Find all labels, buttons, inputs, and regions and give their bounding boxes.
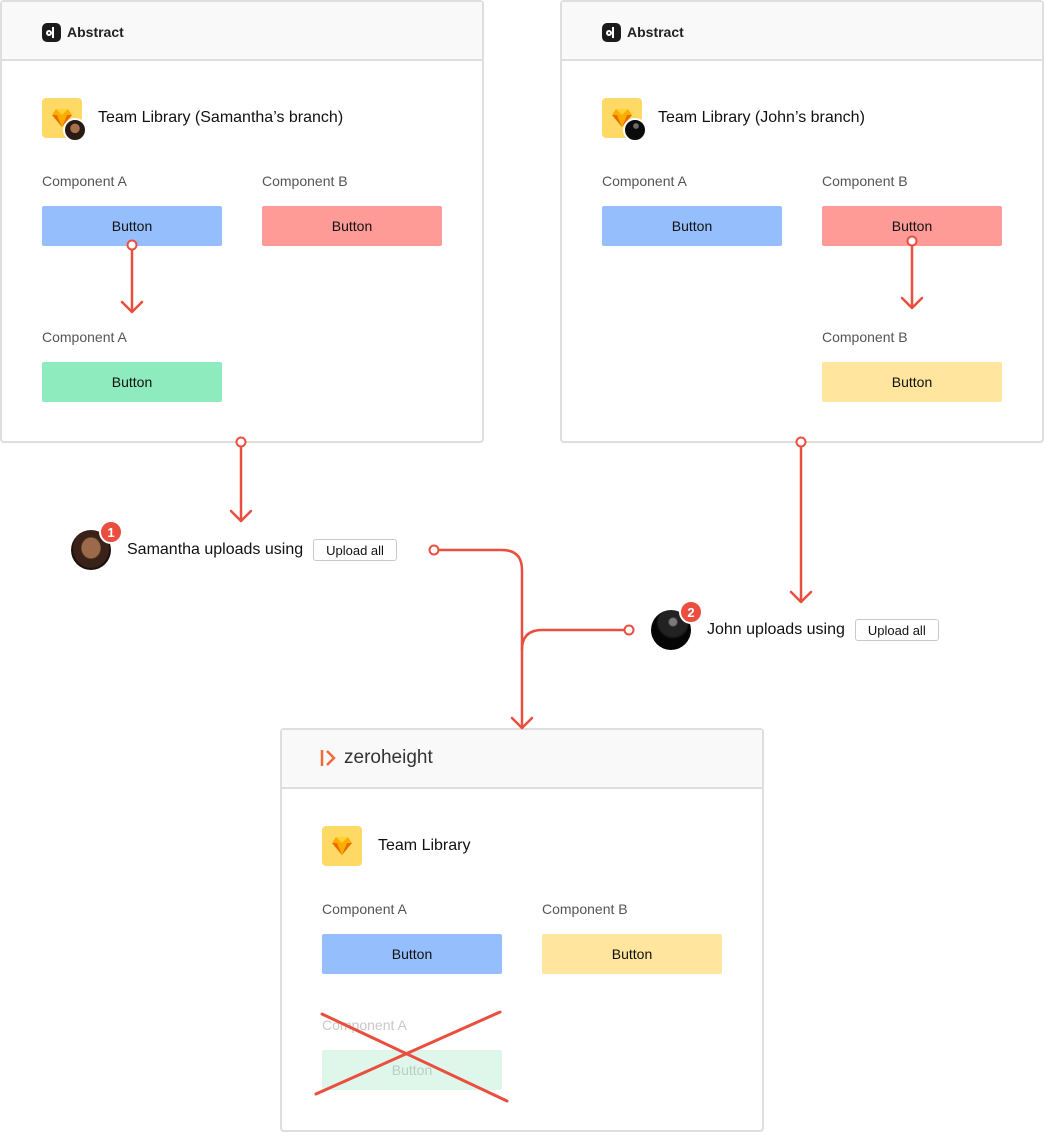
component-a-button[interactable]: Button [602,206,782,246]
step-samantha-upload: 1 Samantha uploads using Upload all [71,520,397,570]
library-header: Team Library (Samantha’s branch) [42,98,344,142]
library-title: Team Library (Samantha’s branch) [98,109,344,126]
removed-component-button: Button [322,1050,502,1090]
component-label: Component A [42,329,127,345]
brand-name: Abstract [67,24,124,40]
library-title: Team Library [378,837,471,854]
brand-name: Abstract [627,24,684,40]
library-icon [602,98,647,142]
upload-all-button[interactable]: Upload all [854,619,939,641]
component-label: Component B [262,173,348,189]
library-icon [322,826,362,866]
component-label: Component A [602,173,687,189]
component-label: Component B [542,901,628,917]
component-b-changed-button[interactable]: Button [822,362,1002,402]
component-label: Component B [822,173,908,189]
component-a-button[interactable]: Button [42,206,222,246]
component-label: Component B [822,329,908,345]
zeroheight-panel: zeroheight Team Library Component A Butt… [280,728,764,1132]
component-a-button[interactable]: Button [322,934,502,974]
library-header: Team Library (John’s branch) [602,98,865,142]
upload-all-button[interactable]: Upload all [313,539,397,561]
abstract-logo-icon [602,22,621,42]
step-number-badge: 1 [99,520,123,544]
panel-header: Abstract [2,2,482,61]
component-label: Component A [42,173,127,189]
john-mini-avatar [623,118,647,142]
sketch-diamond-icon [52,109,72,127]
sketch-diamond-icon [612,109,632,127]
abstract-brand: Abstract [602,22,684,42]
john-branch-panel: Abstract Team Library (John’s branch) Co… [560,0,1044,443]
zeroheight-logo-icon [320,750,336,766]
panel-header: zeroheight [282,730,762,789]
removed-component-label: Component A [322,1017,407,1033]
component-b-button[interactable]: Button [262,206,442,246]
component-a-changed-button[interactable]: Button [42,362,222,402]
step-john-upload: 2 John uploads using Upload all [651,600,939,650]
samantha-branch-panel: Abstract Team Library (Samantha’s branch… [0,0,484,443]
component-label: Component A [322,901,407,917]
abstract-brand: Abstract [42,22,124,42]
brand-name: zeroheight [344,747,433,768]
samantha-mini-avatar [63,118,87,142]
step-number-badge: 2 [679,600,703,624]
samantha-avatar: 1 [71,520,123,570]
zeroheight-brand: zeroheight [320,746,433,770]
step-text: John uploads using [707,621,845,638]
component-b-button[interactable]: Button [822,206,1002,246]
component-b-button[interactable]: Button [542,934,722,974]
john-avatar: 2 [651,600,703,650]
abstract-logo-icon [42,22,61,42]
panel-header: Abstract [562,2,1042,61]
library-title: Team Library (John’s branch) [658,109,865,126]
sketch-diamond-icon [332,837,352,855]
library-header: Team Library [322,826,470,866]
library-icon [42,98,87,142]
step-text: Samantha uploads using [127,541,304,558]
